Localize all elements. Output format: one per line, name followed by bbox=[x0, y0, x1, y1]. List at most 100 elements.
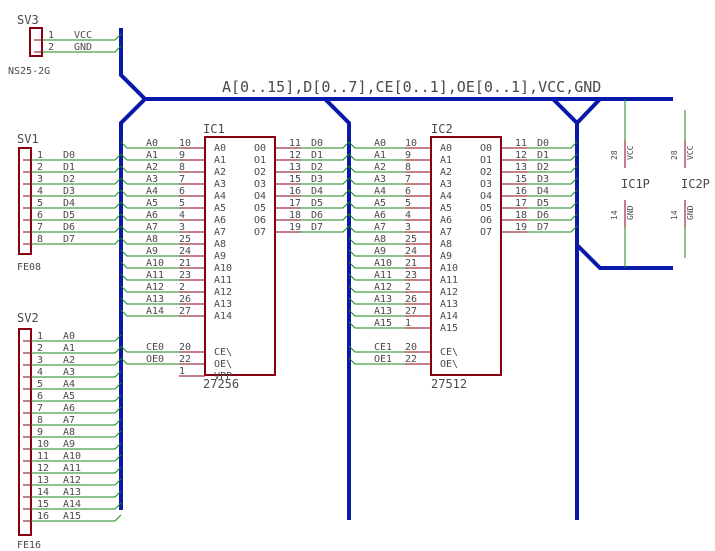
ic2-right-net-label: D0 bbox=[537, 138, 549, 149]
ic1-right-pin-num: 13 bbox=[289, 162, 301, 173]
ic2-left-pin-num: 22 bbox=[405, 354, 417, 365]
ic1-left-pin-name: VPP bbox=[214, 371, 232, 382]
ic2-left-pin-name: A9 bbox=[440, 251, 452, 262]
ic1-left-net-label: A7 bbox=[146, 222, 158, 233]
ic2-left-pin-name: A12 bbox=[440, 287, 458, 298]
sv1-net-wire bbox=[31, 165, 122, 173]
ic2-left-net-wire bbox=[348, 189, 405, 197]
ic1-left-pin-name: A12 bbox=[214, 287, 232, 298]
sv2-pin-num: 12 bbox=[37, 463, 49, 474]
ic1-right-net-label: D5 bbox=[311, 198, 323, 209]
ic2-left-net-label: A13 bbox=[374, 306, 392, 317]
sv1-net-label: D2 bbox=[63, 174, 75, 185]
sv1-net-wire bbox=[31, 213, 122, 221]
ic2-left-pin-name: A4 bbox=[440, 191, 452, 202]
sv2-net-label: A8 bbox=[63, 427, 75, 438]
ic2-left-pin-name: A11 bbox=[440, 275, 458, 286]
sv3-net-wire bbox=[42, 33, 122, 41]
ic2-left-pin-num: 6 bbox=[405, 186, 411, 197]
ic2-right-pin-num: 17 bbox=[515, 198, 527, 209]
ic2-left-net-wire bbox=[348, 285, 405, 293]
sv2-part: FE16 bbox=[17, 540, 41, 551]
ic1-left-net-wire bbox=[120, 177, 179, 185]
ic1-right-pin-num: 16 bbox=[289, 186, 301, 197]
sv3-pin-num: 2 bbox=[48, 42, 54, 53]
ic1-left-pin-num: 2 bbox=[179, 282, 185, 293]
bus-label: A[0..15],D[0..7],CE[0..1],OE[0..1],VCC,G… bbox=[222, 78, 601, 96]
sv1-net-wire bbox=[31, 177, 122, 185]
ic2-right-net-label: D3 bbox=[537, 174, 549, 185]
sv2-net-wire bbox=[31, 406, 122, 414]
bus bbox=[119, 28, 673, 520]
sv2-net-label: A1 bbox=[63, 343, 75, 354]
ic2-left-pin-name: A14 bbox=[440, 311, 458, 322]
sv2-name: SV2 bbox=[17, 311, 39, 325]
ic1-left-net-label: A8 bbox=[146, 234, 158, 245]
ic1-left-net-wire bbox=[120, 345, 179, 353]
sv2-pin-num: 3 bbox=[37, 355, 43, 366]
sv2-net-label: A6 bbox=[63, 403, 75, 414]
ic2-left-net-label: A11 bbox=[374, 270, 392, 281]
ic2-left-pin-num: 23 bbox=[405, 270, 417, 281]
ic1-left-pin-name: A9 bbox=[214, 251, 226, 262]
ic1-left-pin-num: 1 bbox=[179, 366, 185, 377]
ic1-left-pin-num: 4 bbox=[179, 210, 185, 221]
sv1-pin-num: 2 bbox=[37, 162, 43, 173]
ic2-left-net-wire bbox=[348, 297, 405, 305]
ic2-left-net-label: A1 bbox=[374, 150, 386, 161]
ic1-left-net-label: A4 bbox=[146, 186, 158, 197]
ic1p-vcc-num: 28 bbox=[610, 150, 619, 160]
ic1-left-pin-name: A11 bbox=[214, 275, 232, 286]
sv2-pin-num: 10 bbox=[37, 439, 49, 450]
ic1-left-pin-name: OE\ bbox=[214, 359, 232, 370]
ic1-left-pin-num: 6 bbox=[179, 186, 185, 197]
ic2-left-pin-name: A5 bbox=[440, 203, 452, 214]
ic2-left-net-wire bbox=[348, 261, 405, 269]
ic1-left-pin-num: 25 bbox=[179, 234, 191, 245]
ic2-left-net-label: A6 bbox=[374, 210, 386, 221]
ic2-left-pin-num: 20 bbox=[405, 342, 417, 353]
sv3-net-label: GND bbox=[74, 42, 92, 53]
ic1-right-pin-name: O7 bbox=[254, 227, 266, 238]
ic1-right-pin-num: 18 bbox=[289, 210, 301, 221]
sv2-pin-num: 16 bbox=[37, 511, 49, 522]
ic2-left-pin-num: 5 bbox=[405, 198, 411, 209]
ic1-right-pin-name: O1 bbox=[254, 155, 266, 166]
ic2-right-pin-name: O6 bbox=[480, 215, 492, 226]
ic1-right-pin-num: 12 bbox=[289, 150, 301, 161]
ic1-left-net-label: A3 bbox=[146, 174, 158, 185]
ic1-left-net-label: CE0 bbox=[146, 342, 164, 353]
ic1-left-pin-num: 9 bbox=[179, 150, 185, 161]
ic2p-name: IC2P bbox=[681, 177, 710, 191]
ic1-right-pin-name: O5 bbox=[254, 203, 266, 214]
ic1-left-net-label: A14 bbox=[146, 306, 164, 317]
ic2-left-pin-num: 27 bbox=[405, 306, 417, 317]
ic2-left-net-label: A12 bbox=[374, 282, 392, 293]
ic2-right-net-wire bbox=[527, 153, 578, 161]
ic2p-vcc-net: VCC bbox=[686, 145, 695, 160]
ic1-left-pin-name: A14 bbox=[214, 311, 232, 322]
ic2-left-pin-num: 2 bbox=[405, 282, 411, 293]
ic1-left-pin-name: A1 bbox=[214, 155, 226, 166]
ic1-right-net-label: D7 bbox=[311, 222, 323, 233]
ic2-left-net-wire bbox=[348, 153, 405, 161]
ic2-left-net-wire bbox=[348, 237, 405, 245]
ic2-left-pin-num: 26 bbox=[405, 294, 417, 305]
ic2-left-net-wire bbox=[348, 273, 405, 281]
ic2-left-pin-name: A15 bbox=[440, 323, 458, 334]
ic2-left-net-label: A7 bbox=[374, 222, 386, 233]
ic1-left-net-wire bbox=[120, 213, 179, 221]
ic2-name: IC2 bbox=[431, 122, 453, 136]
ic1-right-net-wire bbox=[301, 177, 350, 185]
sv1-net-label: D7 bbox=[63, 234, 75, 245]
ic2-left-net-wire bbox=[348, 141, 405, 149]
ic2p-gnd-net: GND bbox=[686, 205, 695, 220]
sv2-pin-num: 5 bbox=[37, 379, 43, 390]
sv1-part: FE08 bbox=[17, 262, 41, 273]
sv2-net-wire bbox=[31, 382, 122, 390]
ic1-left-pin-name: A5 bbox=[214, 203, 226, 214]
ic2-left-net-wire bbox=[348, 225, 405, 233]
ic2-left-pin-num: 10 bbox=[405, 138, 417, 149]
